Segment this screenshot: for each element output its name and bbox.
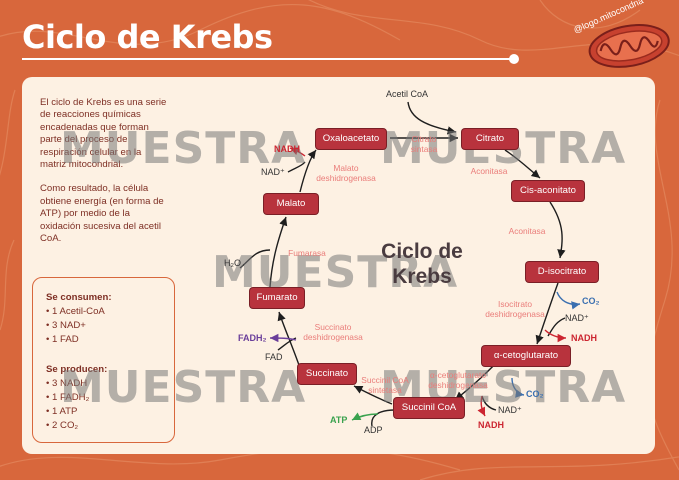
node-citrato: Citrato (462, 129, 518, 149)
arrow-nadh-out-2 (544, 329, 567, 343)
node-malato: Malato (264, 194, 318, 214)
molecule-co2: CO₂ (526, 389, 544, 399)
arrow-nad-in-2 (547, 317, 566, 337)
molecule-nadh: NADH (274, 144, 300, 154)
arrow-acetilcoa-in (407, 101, 457, 135)
produce-heading: Se producen: (46, 364, 108, 375)
watermark: MUESTRA (60, 362, 307, 413)
title-underline-dot (509, 54, 519, 64)
node-succinil-coa: Succinil CoA (394, 398, 464, 418)
consume-heading: Se consumen: (46, 292, 112, 303)
molecule-adp: ADP (364, 425, 383, 435)
arrow-disocitrato-acetoglutarato (535, 282, 559, 345)
arrow-co2-out-1 (556, 291, 581, 310)
consume-item: • 3 NAD+ (46, 320, 86, 331)
intro-paragraph-1: El ciclo de Krebs es una serie de reacci… (40, 97, 167, 171)
title-underline (22, 58, 512, 60)
node-cis-aconitato: Cis-aconitato (512, 181, 584, 201)
arrow-fumarato-malato (269, 216, 288, 288)
arrow-atp-out (351, 412, 379, 421)
molecule-co2: CO₂ (582, 296, 600, 306)
enzyme-label: Succinil CoA sintetasa (361, 375, 409, 395)
intro-paragraph-2: Como resultado, la célula obtiene energí… (40, 183, 164, 245)
arrow-nadh-out-3 (477, 395, 486, 417)
watermark: MUESTRA (60, 123, 307, 174)
arrow-fadh2-out (269, 333, 297, 343)
produce-item: • 1 ATP (46, 406, 78, 417)
node-oxaloacetato: Oxaloacetato (316, 129, 386, 149)
node-fumarato: Fumarato (250, 288, 304, 308)
node-succinato: Succinato (298, 364, 356, 384)
produce-item: • 1 FADH₂ (46, 392, 90, 403)
molecule-acetil-coa: Acetil CoA (386, 89, 429, 99)
arrow-cisaconitato-disocitrato (549, 201, 566, 259)
molecule-fadh2: FADH₂ (238, 333, 267, 343)
enzyme-label: Malato deshidrogenasa (316, 163, 376, 183)
page-title: Ciclo de Krebs (22, 18, 273, 56)
arrow-co2-out-2 (511, 377, 525, 398)
summary-box (32, 277, 175, 443)
molecule-nadh: NADH (478, 420, 504, 430)
arrow-citrato-cisaconitato (504, 149, 541, 179)
mitochondria-icon (588, 24, 670, 68)
arrow-acetoglutarato-succinilcoa (454, 361, 498, 401)
arrow-nad-in-1 (287, 161, 306, 173)
molecule-atp: ATP (330, 415, 348, 425)
enzyme-label: Succinato deshidrogenasa (303, 322, 363, 342)
arrow-nadh-out-1 (289, 147, 306, 157)
cycle-title: Ciclo de Krebs (381, 240, 463, 288)
produce-item: • 2 CO₂ (46, 420, 79, 431)
produce-item: • 3 NADH (46, 378, 88, 389)
node-a-cetoglutarato: α-cetoglutarato (482, 346, 570, 366)
molecule-h2o: H₂O (224, 258, 241, 268)
arrow-nad-in-3 (481, 395, 497, 411)
enzyme-label: Aconitasa (508, 226, 546, 236)
enzyme-label: Isocitrato deshidrogenasa (485, 299, 545, 319)
arrow-fad-in (277, 337, 297, 351)
enzyme-label: Fumarasa (288, 248, 326, 258)
enzyme-label: Aconitasa (470, 166, 508, 176)
arrow-h2o-in (239, 249, 271, 269)
arrow-succinilcoa-succinato (353, 385, 393, 405)
enzyme-label: α-cetoglutarato deshidrogenasa (428, 370, 488, 390)
consume-item: • 1 Acetil-CoA (46, 306, 105, 317)
molecule-fad: FAD (265, 352, 283, 362)
molecule-nadh: NADH (571, 333, 597, 343)
molecule-nad: NAD⁺ (261, 167, 285, 177)
molecule-nad: NAD⁺ (498, 405, 522, 415)
arrow-malato-oxaloacetato (299, 149, 317, 193)
intro-text: El ciclo de Krebs es una serie de reacci… (40, 97, 168, 257)
node-d-isocitrato: D-isocitrato (526, 262, 598, 282)
enzyme-label: Citrato sintasa (410, 134, 438, 154)
consume-item: • 1 FAD (46, 334, 79, 345)
molecule-nad: NAD⁺ (565, 313, 589, 323)
